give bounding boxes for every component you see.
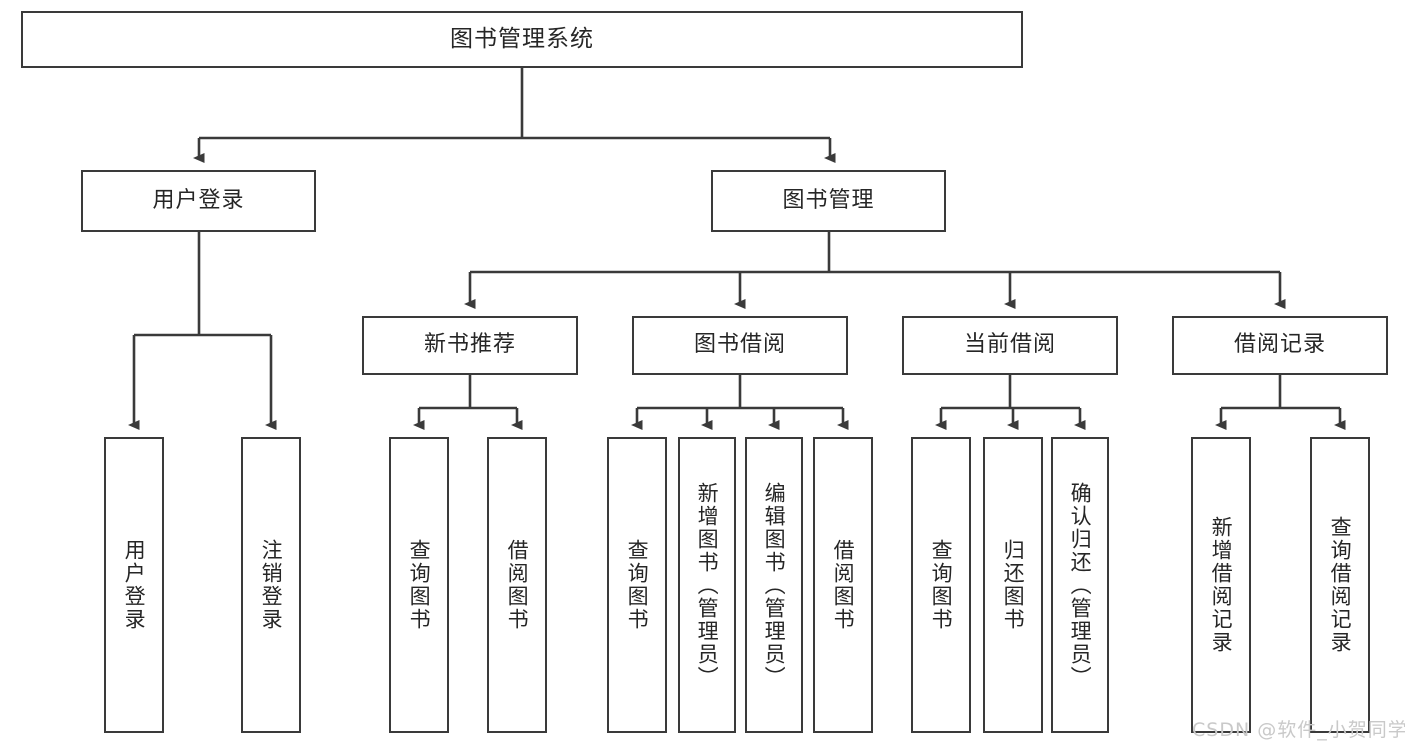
node-leaf-rec-query-book-label: 查询图书	[407, 539, 432, 631]
node-leaf-rec-query-book[interactable]: 查询图书	[389, 437, 449, 733]
node-current-borrow[interactable]: 当前借阅	[902, 316, 1118, 375]
node-root[interactable]: 图书管理系统	[21, 11, 1023, 68]
node-new-book-rec-label: 新书推荐	[423, 332, 516, 358]
node-leaf-rec-add-record-label: 新增借阅记录	[1209, 516, 1234, 654]
node-book-borrow-label: 图书借阅	[693, 332, 786, 358]
node-leaf-rec-add-record[interactable]: 新增借阅记录	[1191, 437, 1251, 733]
node-leaf-cur-query-book[interactable]: 查询图书	[911, 437, 971, 733]
node-leaf-user-login-label: 用户登录	[122, 539, 147, 631]
node-leaf-rec-query-record-label: 查询借阅记录	[1328, 516, 1353, 654]
node-user-login[interactable]: 用户登录	[81, 170, 316, 232]
node-leaf-cur-return-book-label: 归还图书	[1001, 539, 1026, 631]
node-leaf-cur-confirm-return-label: 确认归还（管理员）	[1068, 481, 1093, 689]
node-new-book-rec[interactable]: 新书推荐	[362, 316, 578, 375]
node-leaf-borrow-add-book[interactable]: 新增图书（管理员）	[678, 437, 736, 733]
node-leaf-borrow-query-book-label: 查询图书	[625, 539, 650, 631]
node-book-manage[interactable]: 图书管理	[711, 170, 946, 232]
node-book-borrow[interactable]: 图书借阅	[632, 316, 848, 375]
node-leaf-user-logout-label: 注销登录	[259, 539, 284, 631]
node-root-label: 图书管理系统	[450, 25, 594, 52]
node-leaf-borrow-edit-book-label: 编辑图书（管理员）	[762, 481, 787, 689]
csdn-watermark: CSDN @软件_小贺同学	[1192, 719, 1405, 741]
node-user-login-label: 用户登录	[152, 187, 245, 213]
node-leaf-borrow-edit-book[interactable]: 编辑图书（管理员）	[745, 437, 803, 733]
node-leaf-borrow-query-book[interactable]: 查询图书	[607, 437, 667, 733]
node-leaf-cur-return-book[interactable]: 归还图书	[983, 437, 1043, 733]
node-leaf-cur-confirm-return[interactable]: 确认归还（管理员）	[1051, 437, 1109, 733]
node-leaf-rec-borrow-book[interactable]: 借阅图书	[487, 437, 547, 733]
node-leaf-user-logout[interactable]: 注销登录	[241, 437, 301, 733]
node-leaf-borrow-borrow-book[interactable]: 借阅图书	[813, 437, 873, 733]
node-leaf-cur-query-book-label: 查询图书	[929, 539, 954, 631]
node-leaf-user-login[interactable]: 用户登录	[104, 437, 164, 733]
node-borrow-record[interactable]: 借阅记录	[1172, 316, 1388, 375]
node-leaf-rec-borrow-book-label: 借阅图书	[505, 539, 530, 631]
node-book-manage-label: 图书管理	[782, 187, 875, 213]
node-leaf-borrow-add-book-label: 新增图书（管理员）	[695, 481, 720, 689]
node-current-borrow-label: 当前借阅	[963, 332, 1056, 358]
node-leaf-rec-query-record[interactable]: 查询借阅记录	[1310, 437, 1370, 733]
node-leaf-borrow-borrow-book-label: 借阅图书	[831, 539, 856, 631]
node-borrow-record-label: 借阅记录	[1233, 332, 1326, 358]
